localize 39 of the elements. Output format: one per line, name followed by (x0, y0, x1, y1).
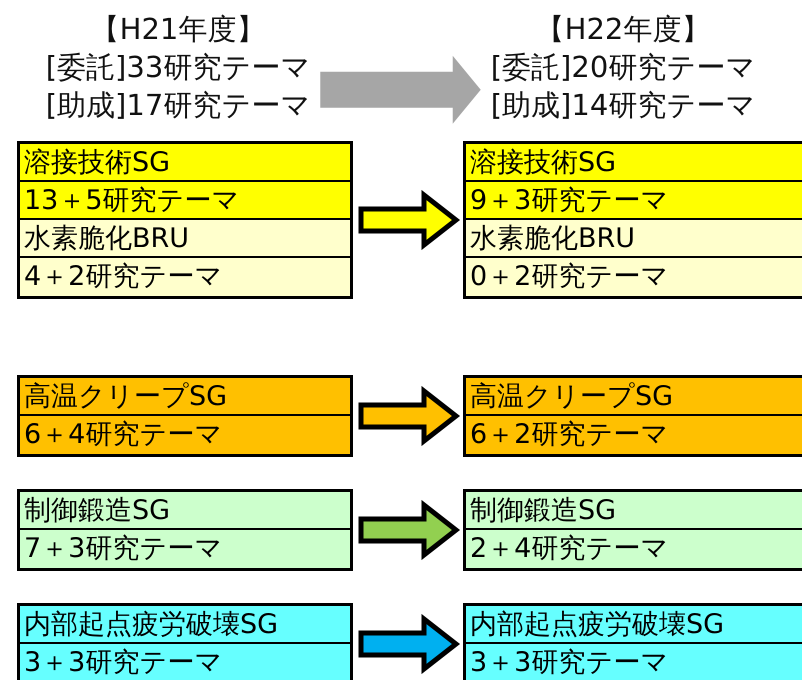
arrow (358, 500, 460, 560)
arrow (320, 56, 481, 124)
table-row: 13＋5研究テーマ (20, 182, 350, 220)
group-box (17, 603, 353, 680)
table-row: 6＋2研究テーマ (466, 416, 802, 454)
table-row: 内部起点疲労破壊SG (466, 606, 802, 644)
table-row: 3＋3研究テーマ (20, 644, 350, 680)
heading-text: 【H22年度】 (534, 11, 712, 48)
arrow (358, 386, 460, 446)
arrow (358, 190, 460, 250)
group-box (17, 141, 353, 299)
group-box (463, 141, 802, 299)
table-row: 溶接技術SG (466, 144, 802, 182)
table-row: 3＋3研究テーマ (466, 644, 802, 680)
heading-text: 【H21年度】 (90, 11, 266, 48)
table-row: 水素脆化BRU (466, 220, 802, 258)
heading-text: [助成]14研究テーマ (490, 87, 756, 124)
table-row: 高温クリープSG (466, 378, 802, 416)
table-row: 0＋2研究テーマ (466, 258, 802, 296)
table-row: 制御鍛造SG (466, 492, 802, 530)
group-box (463, 603, 802, 680)
arrow (358, 614, 460, 674)
table-row: 4＋2研究テーマ (20, 258, 350, 296)
heading-text: [助成]17研究テーマ (46, 87, 310, 124)
table-row: 内部起点疲労破壊SG (20, 606, 350, 644)
group-box (463, 489, 802, 571)
group-box (463, 375, 802, 457)
table-row: 2＋4研究テーマ (466, 530, 802, 568)
group-box (17, 489, 353, 571)
table-row: 制御鍛造SG (20, 492, 350, 530)
table-row: 9＋3研究テーマ (466, 182, 802, 220)
table-row: 7＋3研究テーマ (20, 530, 350, 568)
table-row: 溶接技術SG (20, 144, 350, 182)
table-row: 6＋4研究テーマ (20, 416, 350, 454)
group-box (17, 375, 353, 457)
heading-text: [委託]33研究テーマ (46, 49, 310, 86)
heading-text: [委託]20研究テーマ (490, 49, 756, 86)
table-row: 高温クリープSG (20, 378, 350, 416)
table-row: 水素脆化BRU (20, 220, 350, 258)
